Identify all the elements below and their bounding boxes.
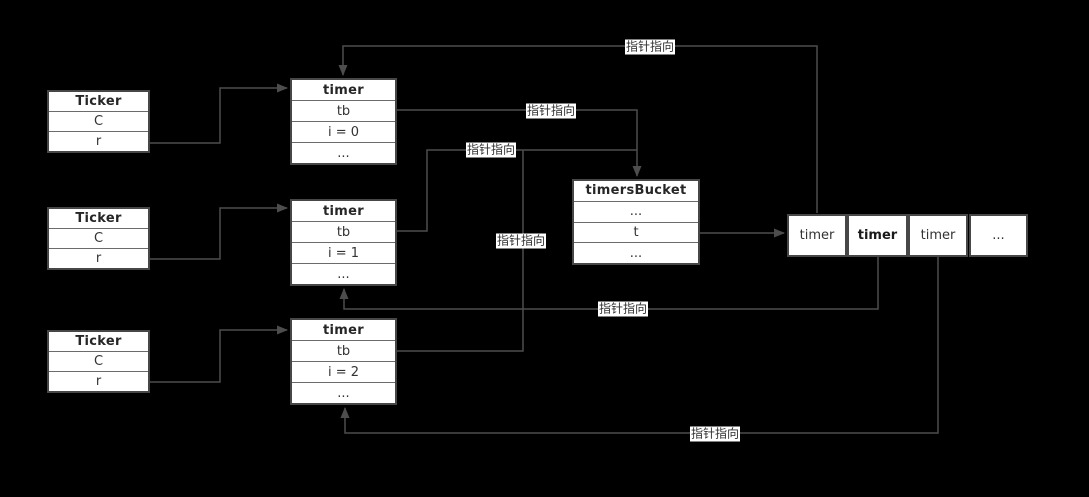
ticker-2-field-c: C (49, 228, 148, 248)
edge-ticker2-to-timer2 (150, 203, 288, 260)
edge-label-timer1-tb: 指针指向 (525, 103, 577, 119)
ticker-3-title: Ticker (75, 334, 122, 349)
edge-label-array0-timer1: 指针指向 (624, 39, 676, 55)
timer-3-field-tb: tb (292, 340, 395, 361)
ticker-box-1: Ticker C r (47, 90, 150, 153)
timer-box-2: timer tb i = 1 ... (290, 199, 397, 286)
ticker-1-field-r: r (49, 131, 148, 151)
timer-array-cell-0: timer (787, 214, 847, 257)
ticker-3-field-c: C (49, 351, 148, 371)
ticker-2-field-r: r (49, 248, 148, 268)
timer-3-field-i: i = 2 (292, 361, 395, 382)
ticker-1-title: Ticker (75, 94, 122, 109)
ticker-1-field-c: C (49, 111, 148, 131)
edge-label-array1-timer2: 指针指向 (597, 301, 649, 317)
timer-3-title: timer (323, 322, 364, 338)
timer-array-cell-3: ... (969, 214, 1028, 257)
edge-label-timer2-tb: 指针指向 (465, 142, 517, 158)
timer-array-cell-1: timer (847, 214, 908, 257)
edge-array2-to-timer3 (340, 257, 939, 434)
ticker-2-title: Ticker (75, 211, 122, 226)
edge-label-array2-timer3: 指针指向 (689, 426, 741, 442)
edge-timer2-tb-to-bucket (397, 149, 637, 232)
ticker-3-field-r: r (49, 371, 148, 391)
timers-bucket-title: timersBucket (585, 183, 687, 199)
ticker-box-2: Ticker C r (47, 207, 150, 270)
timers-bucket-row-ellipsis-top: ... (574, 200, 698, 222)
ticker-box-3: Ticker C r (47, 330, 150, 393)
timer-1-field-tb: tb (292, 100, 395, 121)
edge-ticker3-to-timer3 (150, 325, 288, 383)
timers-bucket-field-t: t (574, 221, 698, 243)
timers-bucket-box: timersBucket ... t ... (572, 179, 700, 265)
timer-3-field-ellipsis: ... (292, 382, 395, 403)
timer-1-field-ellipsis: ... (292, 142, 395, 163)
timer-2-field-tb: tb (292, 221, 395, 242)
timer-1-field-i: i = 0 (292, 121, 395, 142)
edge-timer1-tb-to-bucket (397, 109, 642, 177)
edge-array0-to-timer1 (338, 45, 818, 213)
timer-box-1: timer tb i = 0 ... (290, 78, 397, 165)
timer-2-title: timer (323, 203, 364, 219)
timer-1-title: timer (323, 82, 364, 98)
edge-ticker1-to-timer1 (150, 83, 288, 144)
timers-bucket-row-ellipsis-bottom: ... (574, 242, 698, 263)
edge-label-timer3-tb: 指针指向 (495, 233, 547, 249)
timer-box-3: timer tb i = 2 ... (290, 318, 397, 405)
timer-array-cell-2: timer (908, 214, 968, 257)
timer-2-field-ellipsis: ... (292, 263, 395, 284)
edge-timer3-tb-to-bucket (397, 150, 524, 352)
timer-2-field-i: i = 1 (292, 242, 395, 263)
